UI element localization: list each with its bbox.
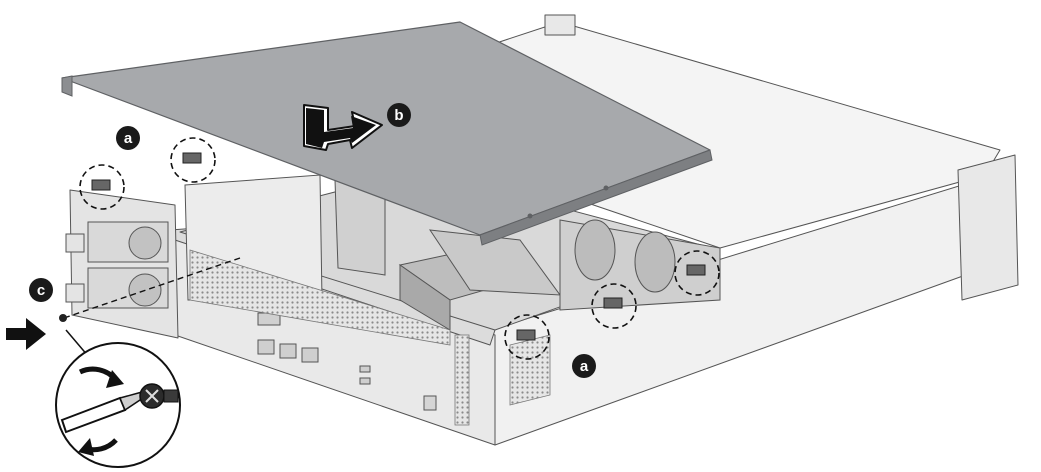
screw-head-icon — [139, 383, 179, 409]
rotate-arrowhead-bottom — [78, 438, 94, 456]
power-button — [423, 395, 437, 411]
slide-arrow-icon — [303, 104, 383, 151]
clip-highlights — [79, 137, 720, 360]
screw-leader-line — [63, 257, 241, 319]
callout-a-top: a — [116, 126, 140, 150]
psu-1-fan — [128, 226, 162, 260]
push-arrow-icon — [6, 318, 46, 350]
front-vent-strip — [454, 334, 470, 426]
lan-port-2 — [279, 343, 297, 359]
side-vent-mesh — [509, 334, 551, 406]
clip-circle-3 — [504, 314, 550, 360]
front-vent-mesh — [189, 249, 451, 346]
rack-ear-right — [957, 154, 1019, 301]
usb-port-1 — [359, 365, 371, 373]
callout-c: c — [29, 278, 53, 302]
lan-port-3 — [301, 347, 319, 363]
psu-2-handle — [65, 283, 85, 303]
callout-c-label: c — [37, 282, 45, 299]
screwdriver-detail — [55, 342, 181, 468]
rack-ear-top — [544, 14, 576, 36]
screw-icon — [59, 314, 67, 322]
clip-tabs — [91, 152, 706, 341]
callout-b-label: b — [394, 107, 403, 124]
cover-screw-hole-2 — [527, 213, 533, 219]
usb-port-2 — [359, 377, 371, 385]
callout-a-bottom-label: a — [580, 358, 589, 375]
top-cover-left-lip — [61, 75, 73, 97]
psu-bay — [69, 189, 179, 339]
clip-circle-5 — [674, 250, 720, 296]
top-cover — [61, 21, 713, 246]
clip-circle-4 — [591, 283, 637, 329]
rotate-arrowhead-top — [106, 370, 124, 388]
top-cover-edge — [479, 149, 713, 246]
callout-a-bottom: a — [572, 354, 596, 378]
fan-2 — [634, 231, 676, 293]
callout-b: b — [387, 103, 411, 127]
clip-circle-2 — [170, 137, 216, 183]
callout-a-top-label: a — [124, 130, 133, 147]
cover-screw-hole-1 — [603, 185, 609, 191]
lan-port-1 — [257, 339, 275, 355]
clip-circle-1 — [79, 164, 125, 210]
psu-1-handle — [65, 233, 85, 253]
fan-1 — [574, 219, 616, 281]
